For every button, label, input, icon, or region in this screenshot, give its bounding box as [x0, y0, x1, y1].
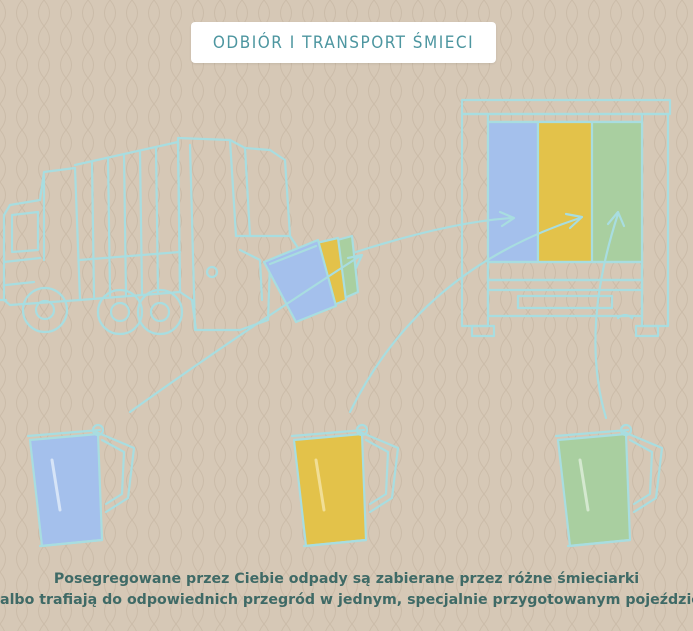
yellow-compartment [536, 120, 594, 264]
blue-bin-icon [26, 423, 136, 548]
green-compartment [590, 120, 644, 264]
yellow-bin-icon [290, 423, 400, 548]
green-bin-icon [554, 423, 664, 548]
arrow-green-to-compartment [594, 210, 626, 420]
caption-line-1: Posegregowane przez Ciebie odpady są zab… [53, 571, 640, 587]
caption: Posegregowane przez Ciebie odpady są zab… [0, 569, 693, 611]
garbage-truck-icon [0, 136, 300, 336]
page-title: ODBIÓR I TRANSPORT ŚMIECI [212, 32, 475, 53]
tilted-blue-bin-icon [262, 238, 338, 324]
title-banner: ODBIÓR I TRANSPORT ŚMIECI [191, 22, 496, 63]
arrow-yellow-to-compartment [348, 212, 584, 414]
arrow-blue-to-truck [128, 253, 364, 414]
caption-line-2: albo trafiają do odpowiednich przegród w… [0, 592, 693, 608]
compartment-truck-rear-icon [460, 98, 672, 338]
arrow-to-blue-compartment [354, 210, 516, 254]
blue-compartment [486, 120, 540, 264]
